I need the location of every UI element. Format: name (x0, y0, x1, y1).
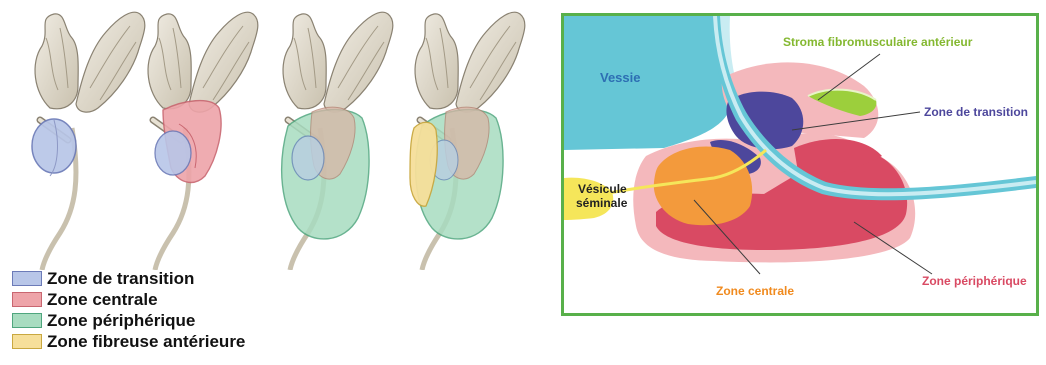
vessie-label: Vessie (600, 70, 641, 85)
vesicule-label-line1: Vésicule (578, 182, 627, 196)
legend-label: Zone fibreuse antérieure (47, 332, 245, 352)
sagittal-section-diagram (564, 16, 1036, 313)
legend-item-centrale: Zone centrale (12, 289, 245, 310)
legend-swatch (12, 271, 42, 286)
vesicule-label-line2: séminale (576, 196, 627, 210)
figure-all-zones (410, 12, 525, 270)
legend-label: Zone centrale (47, 290, 158, 310)
figure-peripheral-zone (282, 12, 393, 270)
legend-swatch (12, 292, 42, 307)
sagittal-section-panel: Vessie Stroma fibromusculaire antérieur … (561, 13, 1039, 316)
zone-transition-label: Zone de transition (924, 105, 1028, 119)
legend-item-peripherique: Zone périphérique (12, 310, 245, 331)
zone-centrale-label: Zone centrale (716, 284, 794, 298)
figure-central-zone (148, 12, 258, 270)
legend-item-transition: Zone de transition (12, 268, 245, 289)
zone-peripherique-label: Zone périphérique (922, 274, 1027, 288)
legend-item-fibreuse: Zone fibreuse antérieure (12, 331, 245, 352)
prostate-zones-illustration (0, 0, 560, 270)
legend-label: Zone de transition (47, 269, 194, 289)
stroma-label: Stroma fibromusculaire antérieur (783, 35, 972, 49)
legend-swatch (12, 313, 42, 328)
zone-legend: Zone de transition Zone centrale Zone pé… (12, 268, 245, 352)
figure-transition-zone (32, 12, 145, 270)
legend-swatch (12, 334, 42, 349)
legend-label: Zone périphérique (47, 311, 195, 331)
